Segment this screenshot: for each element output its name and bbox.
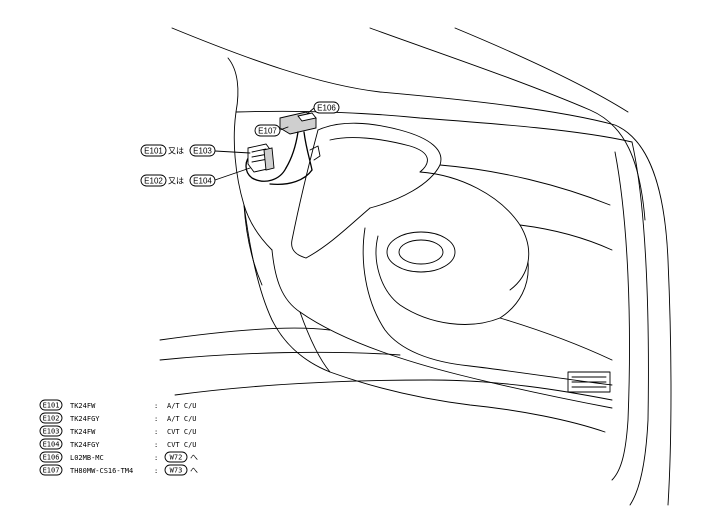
legend-separator: : — [154, 428, 158, 436]
legend-code: E107 — [43, 467, 60, 475]
legend-description: CVT C/U — [167, 441, 197, 449]
callout-e101-e103: E101 又は E103 — [140, 144, 216, 157]
legend-ref-badge — [164, 464, 188, 476]
legend-code-badge — [39, 425, 63, 437]
legend-separator: : — [154, 415, 158, 423]
legend-separator: : — [154, 454, 158, 462]
legend-part-number: TH80MW-CS16-TM4 — [70, 467, 133, 475]
svg-text:E107: E107 — [258, 127, 277, 136]
legend-row: E101 TK24FW: A/T C/U — [39, 399, 197, 411]
legend-code-badge — [39, 412, 63, 424]
legend-row: E107 TH80MW-CS16-TM4: W73 へ — [39, 464, 198, 476]
legend-code: E104 — [43, 441, 60, 449]
legend-row: E103 TK24FW: CVT C/U — [39, 425, 197, 437]
svg-text:E102: E102 — [144, 177, 163, 186]
legend-ref: W72 — [170, 454, 183, 462]
legend-code-badge — [39, 464, 63, 476]
legend-row: E106 L02MB-MC: W72 へ — [39, 451, 198, 463]
legend-separator: : — [154, 402, 158, 410]
legend-part-number: L02MB-MC — [70, 454, 104, 462]
legend-ref-badge — [164, 451, 188, 463]
legend-code: E106 — [43, 454, 60, 462]
legend-code: E101 — [43, 402, 60, 410]
svg-text:E104: E104 — [193, 177, 212, 186]
legend-code: E103 — [43, 428, 60, 436]
svg-text:E103: E103 — [193, 147, 212, 156]
callout-e102-e104: E102 又は E104 — [140, 174, 216, 187]
legend-ref-arrow: へ — [190, 466, 198, 475]
legend-part-number: TK24FW — [70, 402, 96, 410]
legend-description: A/T C/U — [167, 415, 197, 423]
harness-illustration — [245, 111, 321, 186]
legend-row: E104 TK24FGY: CVT C/U — [39, 438, 197, 450]
legend-part-number: TK24FW — [70, 428, 96, 436]
legend-separator: : — [154, 441, 158, 449]
svg-text:E101: E101 — [144, 147, 163, 156]
legend-row: E102 TK24FGY: A/T C/U — [39, 412, 197, 424]
callout-e106: E106 — [313, 101, 340, 114]
legend-ref-arrow: へ — [190, 453, 198, 462]
svg-text:又は: 又は — [168, 147, 184, 156]
legend-code: E102 — [43, 415, 60, 423]
dashboard-illustration — [159, 27, 672, 506]
svg-text:又は: 又は — [168, 177, 184, 186]
legend-code-badge — [39, 438, 63, 450]
legend-part-number: TK24FGY — [70, 415, 100, 423]
legend-description: A/T C/U — [167, 402, 197, 410]
legend-separator: : — [154, 467, 158, 475]
legend-code-badge — [39, 399, 63, 411]
legend-ref: W73 — [170, 467, 183, 475]
callout-e107: E107 — [254, 124, 281, 137]
legend-description: CVT C/U — [167, 428, 197, 436]
legend-part-number: TK24FGY — [70, 441, 100, 449]
svg-text:E106: E106 — [317, 104, 336, 113]
legend-code-badge — [39, 451, 63, 463]
